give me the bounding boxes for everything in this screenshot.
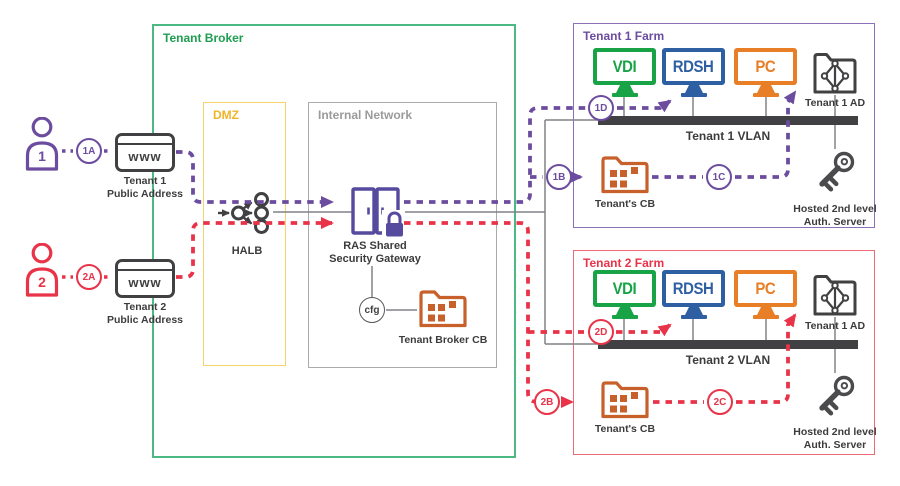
tenant1-vlan-label: Tenant 1 VLAN	[685, 129, 771, 143]
halb-label: HALB	[231, 245, 263, 257]
auth-server-label-2: Hosted 2nd level Auth. Server	[793, 426, 877, 451]
browser-toolbar	[118, 262, 172, 271]
tenant2-public-address-label: Tenant 2 Public Address	[106, 301, 184, 326]
www-label: www	[128, 149, 162, 164]
badge-1c: 1C	[706, 164, 732, 190]
pc-monitor-icon-2: PC	[734, 270, 797, 319]
tenant1-farm-title: Tenant 1 Farm	[583, 29, 665, 43]
dmz-title: DMZ	[213, 108, 239, 122]
internal-network-title: Internal Network	[318, 108, 413, 122]
browser-toolbar	[118, 136, 172, 145]
tenant1-vlan-bar	[598, 116, 858, 125]
tenant2-vlan-bar	[598, 340, 858, 349]
auth-server-label-1: Hosted 2nd level Auth. Server	[793, 203, 877, 228]
rdsh-monitor-icon-2: RDSH	[662, 270, 725, 319]
tenant-broker-title: Tenant Broker	[163, 31, 244, 45]
browser-www-icon-1: www	[115, 133, 175, 172]
user2-icon: 2	[24, 242, 60, 297]
dmz-box: DMZ	[203, 102, 286, 366]
badge-2b: 2B	[534, 389, 560, 415]
vdi-monitor-icon-2: VDI	[593, 270, 656, 319]
www-label: www	[128, 275, 162, 290]
security-gateway-label: RAS Shared Security Gateway	[329, 240, 421, 265]
badge-1d: 1D	[588, 95, 614, 121]
tenant1-ad-label: Tenant 1 AD	[804, 97, 866, 109]
cfg-icon: cfg	[359, 297, 385, 323]
browser-www-icon-2: www	[115, 259, 175, 298]
tenant2-farm-box: Tenant 2 Farm	[573, 250, 875, 455]
badge-1a: 1A	[76, 138, 102, 164]
tenant2-farm-title: Tenant 2 Farm	[583, 256, 665, 270]
person-icon	[25, 242, 59, 297]
tenant2-vlan-label: Tenant 2 VLAN	[685, 353, 771, 367]
internal-network-box: Internal Network	[308, 102, 497, 368]
badge-2c: 2C	[707, 389, 733, 415]
tenant2-ad-label: Tenant 1 AD	[804, 320, 866, 332]
badge-1b: 1B	[546, 164, 572, 190]
pc-monitor-icon-1: PC	[734, 48, 797, 97]
vdi-monitor-icon-1: VDI	[593, 48, 656, 97]
badge-2d: 2D	[588, 319, 614, 345]
person-icon	[25, 116, 59, 171]
user1-number: 1	[38, 148, 46, 164]
user1-icon: 1	[24, 116, 60, 171]
tenant1-public-address-label: Tenant 1 Public Address	[106, 175, 184, 200]
badge-2a: 2A	[76, 264, 102, 290]
user2-number: 2	[38, 274, 46, 290]
rdsh-monitor-icon-1: RDSH	[662, 48, 725, 97]
